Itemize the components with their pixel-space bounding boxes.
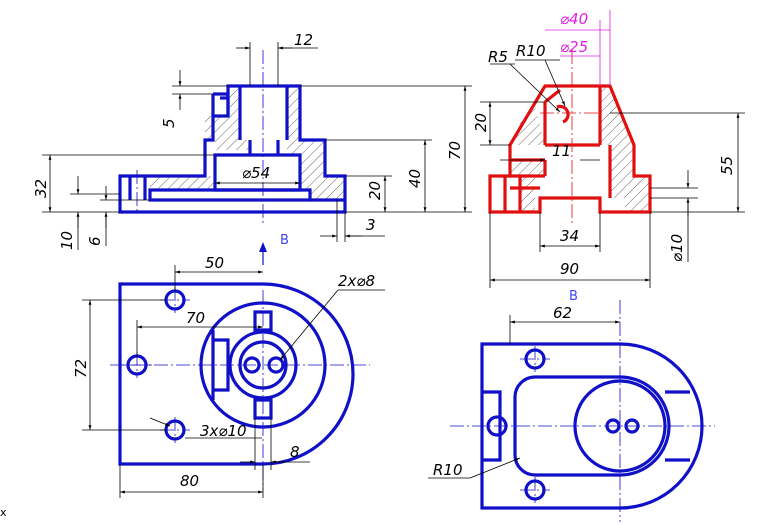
edge-letter: x — [0, 506, 7, 519]
dim-side-25: ⌀25 — [560, 38, 588, 56]
dim-top-8: 8 — [290, 443, 300, 461]
viewb-right-ear — [665, 390, 690, 462]
side-base-hole — [503, 176, 522, 212]
front-boss-left-lug — [213, 92, 230, 116]
dim-front-32: 32 — [32, 179, 50, 198]
side-outline — [488, 84, 652, 214]
dim-side-40: ⌀40 — [560, 10, 588, 28]
front-bore-small — [248, 140, 280, 155]
dim-side-10: ⌀10 — [668, 234, 686, 262]
dim-side-20: 20 — [472, 113, 490, 132]
dim-front-12: 12 — [294, 31, 313, 49]
dim-side-34: 34 — [560, 227, 579, 245]
dim-front-70: 70 — [446, 141, 464, 160]
dim-front-20: 20 — [366, 181, 384, 200]
dim-front-3: 3 — [366, 216, 376, 234]
dim-front-10: 10 — [58, 231, 76, 250]
front-base-slot — [148, 188, 312, 202]
dim-top-70: 70 — [186, 309, 205, 327]
side-section-view: ⌀40 ⌀25 R10 R5 20 11 55 34 ⌀10 — [472, 10, 745, 288]
dim-top-72: 72 — [72, 359, 90, 378]
viewb-outline — [480, 342, 704, 510]
dim-top-80: 80 — [180, 472, 199, 490]
dim-top-2x8: 2x⌀8 — [338, 272, 375, 290]
side-hatch-base — [520, 176, 535, 212]
dim-side-r10: R10 — [516, 42, 546, 60]
side-hatch-right — [600, 86, 650, 212]
front-left-hole — [128, 176, 147, 200]
front-boss-lug-inner — [211, 94, 228, 116]
front-inner-bore — [238, 86, 289, 140]
front-hatch-left-base — [150, 176, 215, 190]
dim-side-90: 90 — [560, 260, 579, 278]
dim-top-50: 50 — [205, 254, 224, 272]
dim-front-5: 5 — [160, 118, 178, 128]
view-arrow-icon — [259, 242, 267, 252]
side-bore — [543, 86, 602, 147]
top-view: 50 70 72 2x⌀8 3x⌀10 8 80 — [72, 254, 385, 498]
dim-front-54: ⌀54 — [242, 164, 270, 182]
dim-front-6: 6 — [86, 236, 104, 246]
dim-front-40: 40 — [406, 169, 424, 188]
view-arrow-label: B — [280, 233, 289, 248]
top-slot-top — [253, 310, 273, 332]
front-view: 12 5 32 10 6 ⌀54 20 40 — [32, 31, 472, 265]
view-b: B 62 R10 — [428, 289, 715, 522]
side-hatch-left — [510, 106, 545, 176]
dim-viewb-62: 62 — [553, 304, 572, 322]
dim-side-55: 55 — [718, 156, 736, 175]
dim-viewb-r10: R10 — [433, 461, 463, 479]
dim-side-11: 11 — [552, 142, 571, 160]
view-b-label: B — [569, 289, 578, 304]
dim-side-r5: R5 — [488, 48, 508, 66]
viewb-inner-slot — [513, 375, 671, 477]
dim-top-3x10: 3x⌀10 — [200, 422, 247, 440]
side-small-hole — [556, 104, 570, 124]
top-outline — [118, 282, 355, 466]
